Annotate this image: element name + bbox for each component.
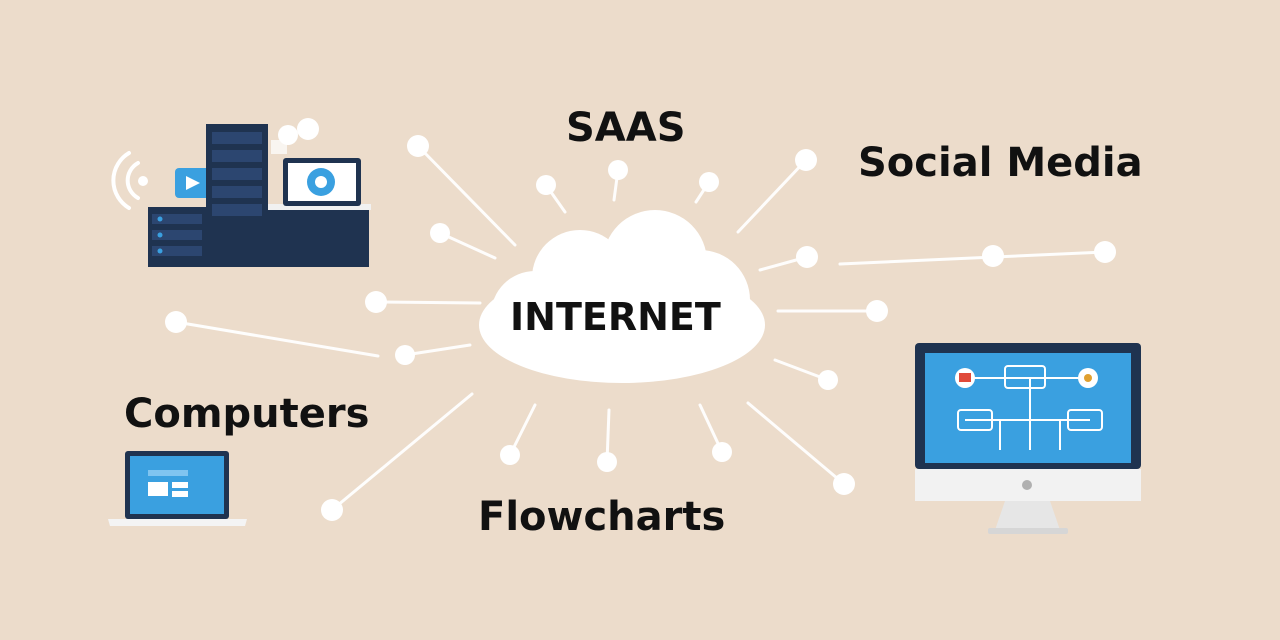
connector-nodes — [165, 135, 1116, 521]
node-dot — [1094, 241, 1116, 263]
connector-line — [746, 401, 846, 486]
node-dot — [699, 172, 719, 192]
node-dot — [365, 291, 387, 313]
wifi-signal-icon — [111, 151, 148, 210]
label-flowcharts: Flowcharts — [478, 494, 726, 540]
node-dot — [982, 245, 1004, 267]
node-dot — [608, 160, 628, 180]
connector-line — [403, 343, 472, 357]
server-rack-icon — [111, 118, 371, 267]
node-dot — [536, 175, 556, 195]
node-dot — [165, 311, 187, 333]
connector-line — [438, 231, 497, 260]
connector-line — [736, 158, 808, 234]
node-dot — [430, 223, 450, 243]
label-computers: Computers — [124, 391, 370, 437]
connector-line — [838, 250, 1107, 266]
node-dot — [795, 149, 817, 171]
connector-line — [174, 320, 380, 358]
node-dot — [866, 300, 888, 322]
label-internet: INTERNET — [510, 295, 721, 339]
node-dot — [833, 473, 855, 495]
node-dot — [796, 246, 818, 268]
label-saas: SAAS — [566, 105, 686, 151]
label-social-media: Social Media — [858, 140, 1143, 186]
connector-line — [416, 144, 517, 247]
node-dot — [321, 499, 343, 521]
node-dot — [395, 345, 415, 365]
node-dot — [407, 135, 429, 157]
node-dot — [712, 442, 732, 462]
node-dot — [818, 370, 838, 390]
connector-line — [374, 300, 482, 305]
cloud-icon — [479, 210, 765, 383]
node-dot — [500, 445, 520, 465]
connector-line — [330, 392, 474, 512]
laptop-icon — [108, 451, 247, 526]
desktop-monitor-icon — [915, 343, 1141, 534]
node-dot — [597, 452, 617, 472]
connectors — [174, 144, 1107, 512]
